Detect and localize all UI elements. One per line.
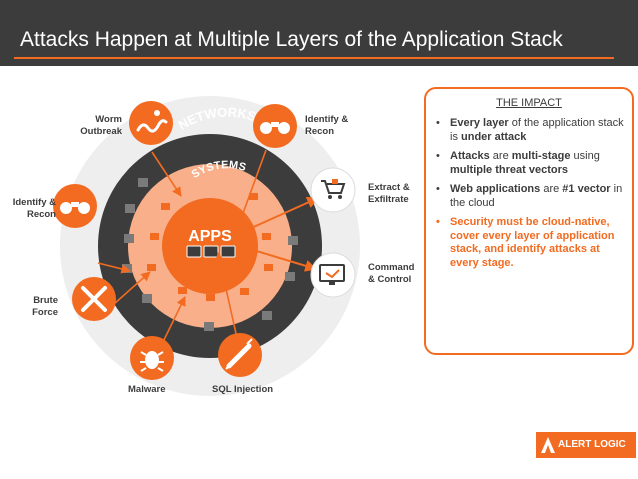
logo-text: ALERT LOGIC: [558, 439, 626, 450]
attack-arrows: [97, 149, 267, 349]
monitor-icon: [310, 252, 356, 298]
label-malware: Malware: [128, 384, 166, 395]
impact-bullet: Attacks are multi-stage using multiple t…: [436, 150, 628, 177]
bullet-text: are: [540, 183, 563, 195]
desktop-icon: [249, 193, 258, 200]
bullet-strong: multiple threat vectors: [450, 163, 568, 176]
server-icon: [285, 272, 295, 281]
arrow-command: [239, 245, 318, 272]
arrow-identify-top: [236, 149, 267, 228]
impact-closing-bullet: Security must be cloud-native, cover eve…: [436, 216, 628, 270]
impact-box: THE IMPACT Every layer of the applicatio…: [424, 87, 634, 355]
desktop-icon: [161, 203, 170, 210]
label-sql-injection: SQL Injection: [212, 384, 274, 395]
desktop-icon: [262, 233, 271, 240]
title-bar: Attacks Happen at Multiple Layers of the…: [0, 0, 638, 66]
impact-bullet: Every layer of the application stack is …: [436, 117, 628, 144]
arrow-sql: [215, 252, 238, 339]
app-window-icon: [203, 245, 219, 258]
server-icon: [138, 178, 148, 187]
bullet-strong: Attacks: [450, 150, 490, 162]
arrow-extract: [237, 196, 320, 235]
app-window-icon: [186, 245, 202, 258]
bullet-text: are: [489, 150, 512, 162]
label-command: Command & Control: [368, 262, 415, 285]
server-icon: [262, 311, 272, 320]
bullet-strong: #1 vector: [562, 183, 611, 195]
wrench-hammer-icon: [72, 277, 116, 321]
server-icon: [288, 236, 298, 245]
desktop-icon: [240, 288, 249, 295]
arrow-malware: [159, 296, 186, 349]
server-icon: [204, 322, 214, 331]
label-worm-outbreak: Worm Outbreak: [80, 114, 122, 137]
bullet-strong: Every layer: [450, 117, 509, 129]
desktop-icon: [150, 233, 159, 240]
desktop-icon: [206, 294, 215, 301]
bullet-text: of the application stack is: [450, 117, 624, 143]
desktop-icon: [264, 264, 273, 271]
impact-bullet: Web applications are #1 vector in the cl…: [436, 183, 628, 210]
label-identify-top: Identify & Recon: [305, 114, 349, 137]
app-window-icon: [220, 245, 236, 258]
impact-list: Every layer of the application stack is …: [436, 117, 628, 276]
label-brute-force: Brute Force: [32, 295, 58, 318]
desktop-icons: [147, 193, 273, 301]
app-window-icons: [186, 245, 236, 258]
alert-logic-logo: ALERT LOGIC: [536, 432, 636, 458]
title-underline: [14, 57, 614, 59]
page-title: Attacks Happen at Multiple Layers of the…: [20, 28, 563, 51]
bullet-strong: Web applications: [450, 183, 541, 195]
bullet-text: in the cloud: [450, 183, 623, 209]
server-icon: [125, 204, 135, 213]
binoculars-icon: [53, 184, 97, 228]
arrow-brute: [113, 271, 151, 305]
bullet-strong: under attack: [461, 130, 527, 143]
server-icon: [124, 234, 134, 243]
logo-mark-icon: [541, 437, 555, 453]
arrow-worm: [151, 151, 182, 197]
cart-icon: [310, 167, 356, 213]
label-identify-left: Identify & Recon: [12, 197, 56, 220]
worm-icon: [129, 101, 173, 145]
desktop-icon: [178, 287, 187, 294]
bug-icon: [130, 336, 174, 380]
bullet-strong: multi-stage: [511, 150, 571, 162]
arrow-identify-left: [97, 262, 131, 274]
desktop-icon: [147, 264, 156, 271]
apps-label: APPS: [188, 228, 232, 245]
binoculars-icon: [253, 104, 297, 148]
server-icon: [122, 264, 132, 273]
syringe-icon: [218, 333, 262, 377]
label-extract: Extract & Exfiltrate: [368, 182, 410, 205]
server-icon: [142, 294, 152, 303]
bullet-text: using: [570, 150, 600, 162]
exfil-arrows: [237, 196, 320, 272]
impact-title: THE IMPACT: [496, 97, 562, 109]
layer-diagram: NETWORKS SYSTEMS APPS: [53, 96, 360, 396]
